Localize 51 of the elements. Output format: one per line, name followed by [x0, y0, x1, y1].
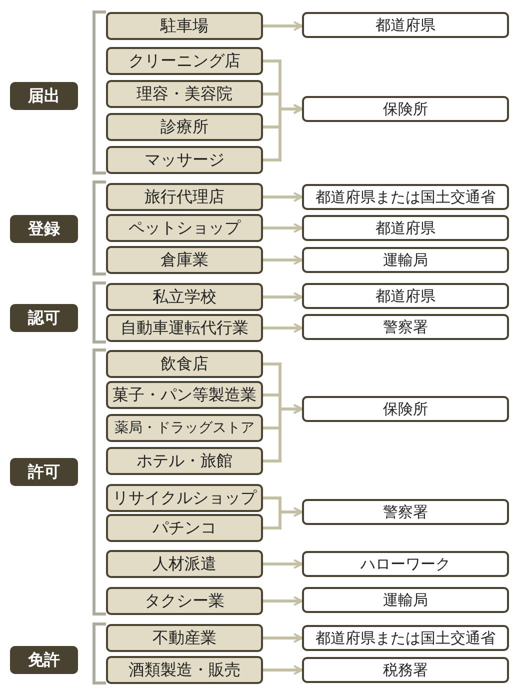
business-box: 人材派遣 [106, 550, 263, 578]
category-label: 認可 [10, 304, 78, 332]
business-box: ペットショップ [106, 214, 263, 242]
authority-box: 運輸局 [302, 587, 509, 613]
business-box: 倉庫業 [106, 246, 263, 274]
authority-box: 税務署 [302, 657, 509, 683]
business-box: マッサージ [106, 146, 263, 174]
business-box: 自動車運転代行業 [106, 314, 263, 342]
arrow [263, 223, 303, 233]
category-label: 届出 [10, 82, 78, 110]
category-label: 免許 [10, 646, 78, 674]
arrow [263, 323, 303, 333]
business-box: 薬局・ドラッグストア [106, 414, 263, 442]
business-box: 駐車場 [106, 12, 263, 40]
arrow [263, 633, 303, 643]
authority-box: ハローワーク [302, 551, 509, 577]
arrow [263, 596, 303, 606]
business-box: 菓子・パン等製造業 [106, 381, 263, 409]
authority-box: 警察署 [302, 499, 509, 525]
authority-box: 都道府県または国土交通省 [302, 625, 509, 651]
authority-box: 保険所 [302, 396, 509, 422]
arrow [263, 559, 303, 569]
authority-box: 運輸局 [302, 247, 509, 273]
arrow [263, 255, 303, 265]
business-box: 旅行代理店 [106, 183, 263, 211]
business-box: 飲食店 [106, 350, 263, 378]
authority-box: 都道府県 [302, 283, 509, 309]
business-box: タクシー業 [106, 587, 263, 615]
arrow [263, 292, 303, 302]
authority-box: 都道府県または国土交通省 [302, 184, 509, 210]
authority-box: 都道府県 [302, 12, 509, 38]
arrow [263, 192, 303, 202]
arrow [263, 665, 303, 675]
authority-box: 保険所 [302, 96, 509, 122]
category-label: 登録 [10, 215, 78, 243]
authority-box: 警察署 [302, 314, 509, 340]
business-box: クリーニング店 [106, 47, 263, 75]
business-box: 不動産業 [106, 624, 263, 652]
arrow [263, 507, 303, 530]
arrow [263, 21, 303, 31]
business-box: 診療所 [106, 113, 263, 141]
authority-box: 都道府県 [302, 215, 509, 241]
business-box: 私立学校 [106, 283, 263, 311]
business-box: リサイクルショップ [106, 484, 263, 512]
business-box: パチンコ [106, 514, 263, 542]
category-label: 許可 [10, 458, 78, 486]
business-box: 理容・美容院 [106, 80, 263, 108]
business-box: ホテル・旅館 [106, 447, 263, 475]
arrow [263, 104, 303, 162]
arrow [263, 404, 303, 462]
business-box: 酒類製造・販売 [106, 656, 263, 684]
